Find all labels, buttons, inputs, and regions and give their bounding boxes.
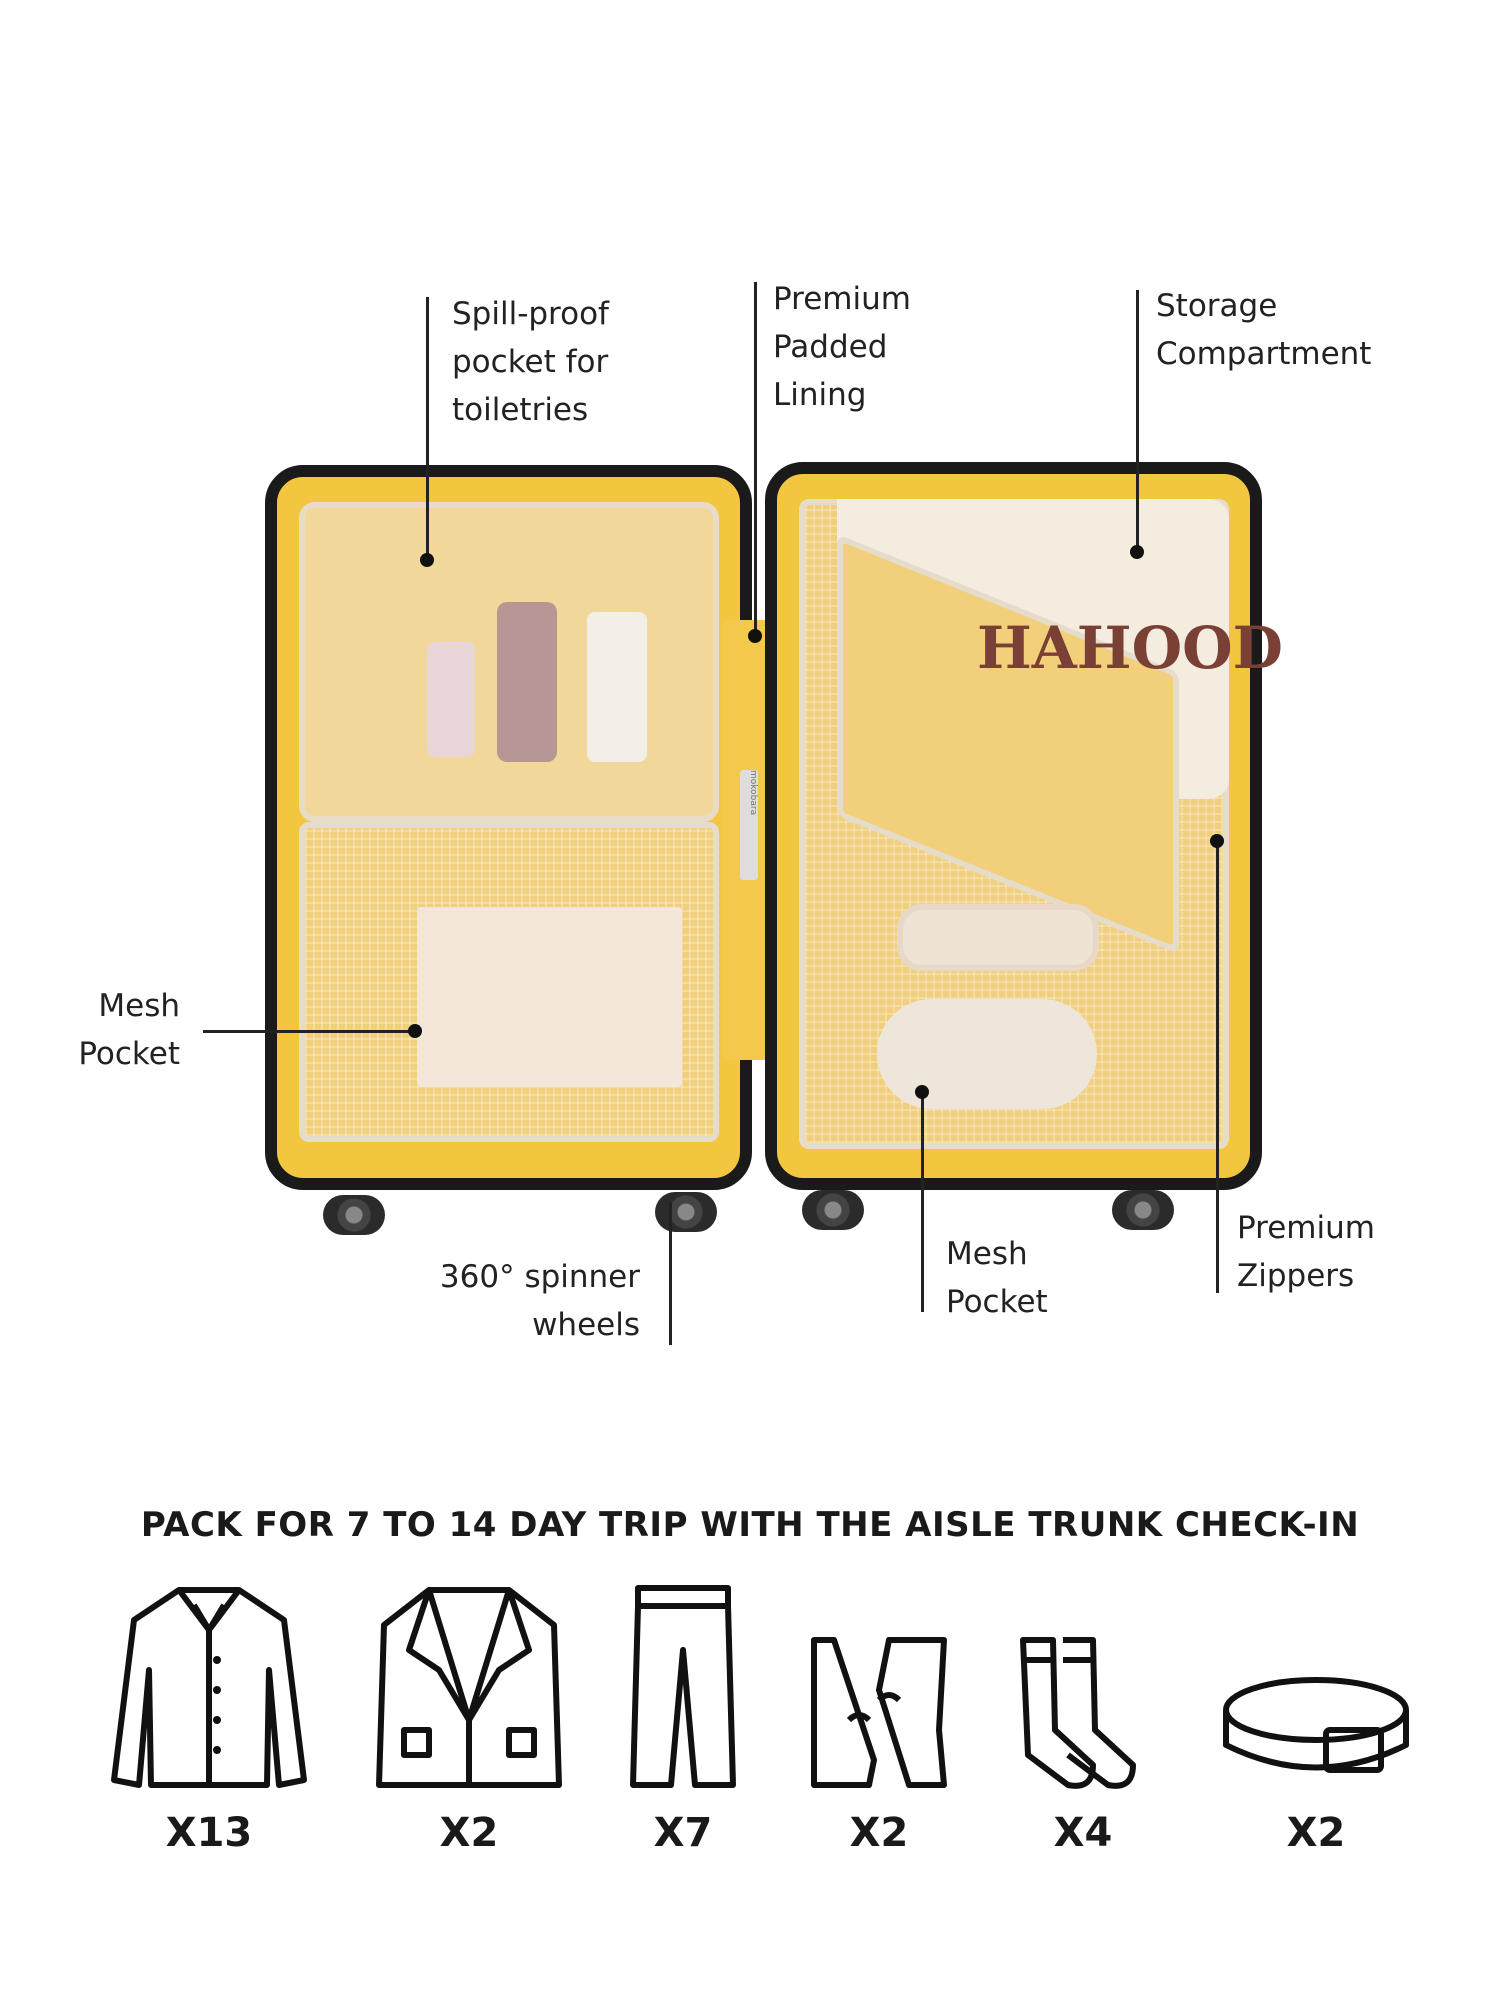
blazer-icon bbox=[369, 1580, 569, 1795]
eye-mask bbox=[877, 999, 1097, 1109]
toiletry-bottles bbox=[427, 602, 667, 762]
shirt-icon bbox=[109, 1580, 309, 1795]
callout-text: Spill-proof bbox=[452, 296, 609, 332]
count-trousers: X7 bbox=[653, 1810, 713, 1856]
sunglasses bbox=[897, 904, 1099, 971]
count-shirts: X13 bbox=[165, 1810, 253, 1856]
callout-text: Zippers bbox=[1237, 1258, 1355, 1294]
shoes-icon bbox=[779, 1580, 979, 1795]
socks-icon bbox=[983, 1580, 1183, 1795]
callout-text: Mesh bbox=[98, 988, 180, 1024]
count-blazers: X2 bbox=[439, 1810, 499, 1856]
notebook bbox=[417, 907, 682, 1087]
callout-text: pocket for bbox=[452, 344, 609, 380]
wheel bbox=[655, 1192, 717, 1232]
count-shoes: X2 bbox=[849, 1810, 909, 1856]
belt-icon bbox=[1216, 1580, 1416, 1795]
callout-text: Storage bbox=[1156, 288, 1278, 324]
count-belts: X2 bbox=[1286, 1810, 1346, 1856]
right-shell: HAHOOD bbox=[765, 462, 1283, 1190]
left-shell bbox=[265, 465, 752, 1190]
packing-heading: PACK FOR 7 TO 14 DAY TRIP WITH THE AISLE… bbox=[140, 1505, 1360, 1545]
callout-text: 360° spinner bbox=[439, 1259, 640, 1295]
callout-text: Pocket bbox=[78, 1036, 180, 1072]
strap-brand-tag: mokobara bbox=[740, 770, 758, 880]
shirt-print: HAHOOD bbox=[977, 614, 1283, 682]
callout-text: Pocket bbox=[946, 1284, 1048, 1320]
wheel bbox=[1112, 1190, 1174, 1230]
callout-text: Premium bbox=[773, 281, 911, 317]
callout-text: Lining bbox=[773, 377, 867, 413]
callout-text: Compartment bbox=[1156, 336, 1372, 372]
callout-text: Mesh bbox=[946, 1236, 1028, 1272]
wheel bbox=[802, 1190, 864, 1230]
callout-text: Premium bbox=[1237, 1210, 1375, 1246]
callout-text: wheels bbox=[532, 1307, 640, 1343]
callout-text: toiletries bbox=[452, 392, 589, 428]
wheel bbox=[323, 1195, 385, 1235]
callout-text: Padded bbox=[773, 329, 888, 365]
count-socks: X4 bbox=[1053, 1810, 1113, 1856]
trousers-icon bbox=[583, 1580, 783, 1795]
